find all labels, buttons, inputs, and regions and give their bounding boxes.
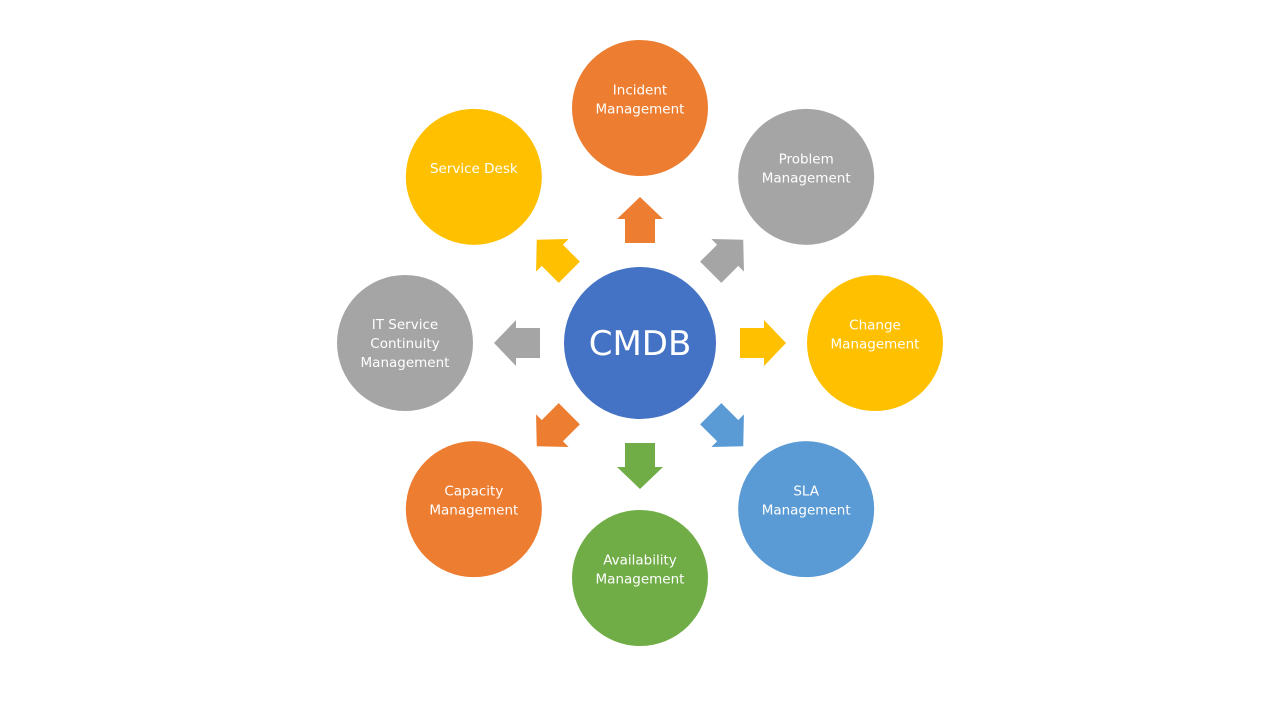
capacity-management-label-line: Capacity [444, 484, 503, 500]
arrow-to-capacity-management [536, 403, 580, 447]
sla-management-label-line: Management [762, 503, 851, 519]
service-desk-label-line: Service Desk [430, 161, 518, 177]
sla-management-label-line: SLA [793, 484, 819, 500]
arrow-to-it-service-continuity-management [494, 320, 540, 366]
change-management-label-line: Management [831, 337, 920, 353]
incident-management-label-line: Incident [613, 83, 667, 99]
it-service-continuity-management-label-line: Management [361, 355, 450, 371]
arrow-to-availability-management [617, 443, 663, 489]
arrow-to-service-desk [536, 239, 580, 283]
problem-management-label-line: Management [762, 170, 851, 186]
it-service-continuity-management-label-line: IT Service [372, 317, 438, 333]
center-node: CMDB [564, 267, 716, 419]
sla-management-circle [738, 441, 875, 578]
arrow-to-problem-management [700, 239, 744, 283]
process-nodes: IncidentManagementProblemManagementChang… [337, 40, 943, 646]
availability-management-label-line: Management [596, 572, 685, 588]
change-management-circle [807, 275, 943, 411]
change-management-label-line: Change [849, 318, 901, 334]
arrows [494, 197, 786, 489]
capacity-management-circle [405, 441, 542, 578]
it-service-continuity-management-circle [337, 275, 473, 411]
node-service-desk: Service Desk [405, 108, 542, 245]
problem-management-label-line: Problem [779, 151, 834, 167]
service-desk-circle [405, 108, 542, 245]
incident-management-label-line: Management [596, 102, 685, 118]
node-sla-management: SLA Management [738, 441, 875, 578]
problem-management-circle [738, 108, 875, 245]
incident-management-circle [572, 40, 708, 176]
availability-management-label-line: Availability [603, 553, 677, 569]
availability-management-circle [572, 510, 708, 646]
arrow-to-sla-management [700, 403, 744, 447]
arrow-to-incident-management [617, 197, 663, 243]
it-service-continuity-management-label-line: Continuity [370, 336, 439, 352]
capacity-management-label-line: Management [429, 503, 518, 519]
arrow-to-change-management [740, 320, 786, 366]
cmdb-circle [564, 267, 716, 419]
cmdb-label: CMDB [589, 324, 692, 364]
